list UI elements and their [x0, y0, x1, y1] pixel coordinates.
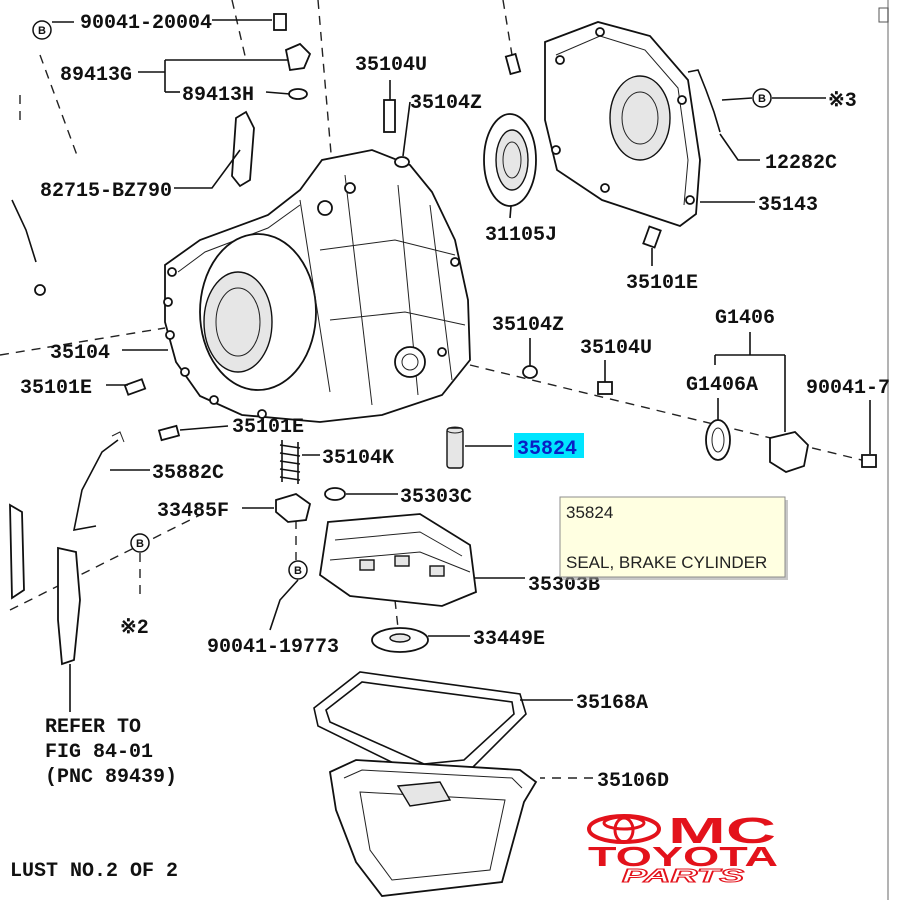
callout-90041-19773[interactable]: 90041-19773 [207, 636, 339, 659]
callout-35104u-top[interactable]: 35104U [355, 54, 427, 77]
spring-35104k [279, 440, 301, 484]
callout-35104[interactable]: 35104 [50, 342, 110, 365]
svg-text:B: B [38, 25, 46, 37]
callout-35104z-right[interactable]: 35104Z [492, 314, 564, 337]
illust-number: LUST NO.2 OF 2 [10, 860, 178, 883]
left-edge-part-mid [9, 503, 25, 600]
sensor-g1406 [769, 431, 809, 473]
plug-35104z-top [394, 156, 410, 168]
tube-35882c-inner [111, 431, 125, 443]
svg-text:B: B [136, 538, 144, 550]
callout-35101e-cover[interactable]: 35101E [626, 272, 698, 295]
callout-35101e-left[interactable]: 35101E [20, 377, 92, 400]
bolt-90041-20004 [273, 13, 287, 31]
callout-82715-bz790[interactable]: 82715-BZ790 [40, 180, 172, 203]
marker-b-strainer: B [288, 560, 308, 580]
svg-text:B: B [758, 93, 766, 105]
bolt-35104u-right [597, 381, 613, 395]
callout-g1406a[interactable]: G1406A [686, 374, 758, 397]
callout-35143[interactable]: 35143 [758, 194, 818, 217]
logo-toyota: TOYOTA [588, 841, 778, 872]
small-parts [9, 13, 877, 666]
oil-strainer [319, 513, 477, 607]
callout-35106d[interactable]: 35106D [597, 770, 669, 793]
callout-highlight-bg [514, 433, 584, 458]
part-tooltip: 35824 SEAL, BRAKE CYLINDER [559, 496, 788, 580]
oring-g1406a [705, 419, 731, 461]
washer-33449e [371, 627, 429, 653]
tube-35882c [72, 439, 119, 531]
seal-35824 [446, 427, 464, 469]
oil-pan [329, 759, 538, 897]
tooltip-description: SEAL, BRAKE CYLINDER [566, 553, 767, 572]
transmission-cover [544, 21, 701, 228]
bolt-top-center [504, 52, 522, 76]
callout-89413h[interactable]: 89413H [182, 84, 254, 107]
bracket-82715 [231, 110, 255, 188]
oil-seal-31105j [483, 113, 537, 207]
callout-89413g[interactable]: 89413G [60, 64, 132, 87]
ring-35303c [324, 487, 346, 501]
callout-33485f[interactable]: 33485F [157, 500, 229, 523]
refer-line-2: FIG 84-01 [45, 741, 153, 764]
note-2: ※2 [120, 617, 149, 640]
mc-toyota-parts-logo: MC TOYOTA PARTS [587, 810, 778, 887]
tooltip-part-number: 35824 [566, 503, 613, 522]
pin-35101e-lower [157, 424, 181, 442]
sensor-89413g [284, 42, 312, 72]
oring-89413h [288, 88, 308, 100]
pan-gasket [313, 671, 527, 777]
callout-g1406[interactable]: G1406 [715, 307, 775, 330]
left-edge-part-top [11, 199, 37, 263]
plug-35104z-right [522, 365, 538, 379]
callout-35303c[interactable]: 35303C [400, 486, 472, 509]
pin-35101e-cover [642, 225, 662, 249]
refer-line-3: (PNC 89439) [45, 766, 177, 789]
callout-35882c[interactable]: 35882C [152, 462, 224, 485]
pin-35101e-left [123, 378, 147, 396]
refer-line-1: REFER TO [45, 716, 141, 739]
callout-35104z-top[interactable]: 35104Z [410, 92, 482, 115]
svg-text:B: B [294, 565, 302, 577]
callout-35104k[interactable]: 35104K [322, 447, 394, 470]
callout-33449e[interactable]: 33449E [473, 628, 545, 651]
callout-90041-20004[interactable]: 90041-20004 [80, 12, 212, 35]
callout-35101e-lower[interactable]: 35101E [232, 416, 304, 439]
callout-35168a[interactable]: 35168A [576, 692, 648, 715]
transmission-housing [163, 149, 471, 423]
toyota-emblem-icon [587, 814, 661, 844]
bolt-35104u-top [383, 99, 396, 133]
marker-b-cover: B [752, 88, 772, 108]
frame-corner-box [878, 7, 889, 23]
callout-35104u-right[interactable]: 35104U [580, 337, 652, 360]
note-3: ※3 [828, 90, 857, 113]
block-33485f [275, 493, 312, 523]
bracket-refer [57, 546, 81, 666]
pipe-12282c [687, 69, 721, 133]
logo-mc: MC [668, 810, 776, 851]
marker-b-left: B [130, 533, 150, 553]
callout-31105j[interactable]: 31105J [485, 224, 557, 247]
leader-lines [52, 19, 871, 779]
callout-12282c[interactable]: 12282C [765, 152, 837, 175]
callout-90041-7[interactable]: 90041-7 [806, 377, 890, 400]
marker-b-top-left: B [32, 20, 52, 40]
logo-parts: PARTS [622, 866, 744, 886]
bolt-90041-7 [861, 454, 877, 468]
callout-35824-highlighted[interactable]: 35824 [517, 438, 577, 461]
